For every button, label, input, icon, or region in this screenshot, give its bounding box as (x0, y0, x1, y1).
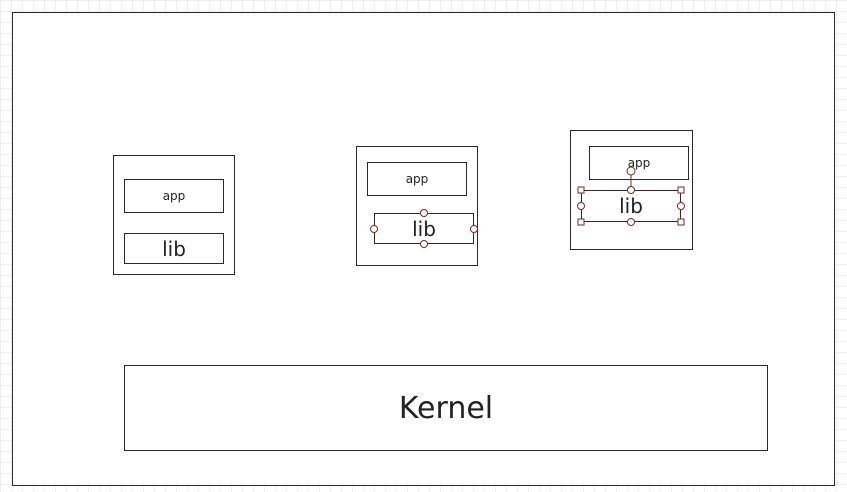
app-label-3: app (627, 156, 651, 170)
app-box-1[interactable]: app (124, 179, 224, 213)
lib-label-1: lib (162, 236, 186, 261)
lib-box-2[interactable]: lib (374, 213, 474, 244)
app-box-3[interactable]: app (589, 146, 689, 180)
kernel-label: Kernel (398, 390, 494, 426)
lib-label-3: lib (619, 194, 643, 218)
app-label-2: app (405, 172, 429, 186)
lib-label-2: lib (412, 216, 436, 241)
lib-box-3-selected[interactable]: lib (581, 190, 681, 222)
kernel-box[interactable]: Kernel (124, 365, 768, 451)
app-box-2[interactable]: app (367, 162, 467, 196)
app-label-1: app (162, 189, 186, 203)
lib-box-1[interactable]: lib (124, 233, 224, 264)
